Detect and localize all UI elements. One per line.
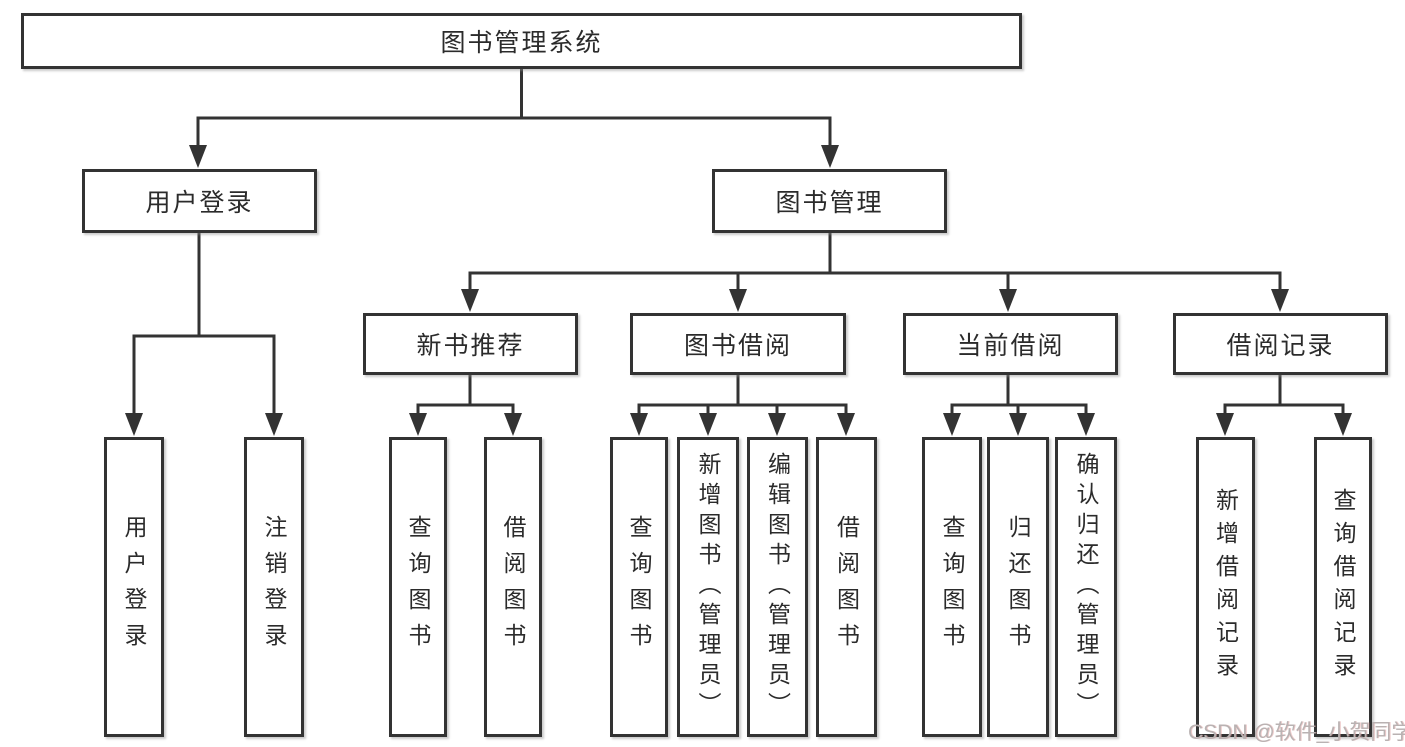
leaf-borrow-books: 借阅图书 (484, 437, 542, 737)
node-label: 当前借阅 (956, 332, 1065, 360)
node-label: 借阅记录 (1226, 332, 1335, 360)
leaf-query-books: 查询图书 (922, 437, 982, 737)
node-new-book-recommend: 新书推荐 (363, 313, 578, 375)
leaf-borrow-books: 借阅图书 (816, 437, 877, 737)
node-book-borrowing: 图书借阅 (630, 313, 846, 375)
leaf-label: 用户登录 (121, 515, 147, 659)
leaf-label: 借阅图书 (500, 515, 526, 659)
leaf-label: 归还图书 (1005, 515, 1031, 659)
leaf-edit-books-admin: 编辑图书（管理员） (747, 437, 808, 737)
leaf-label: 新增图书（管理员） (695, 452, 721, 722)
leaf-label: 查询借阅记录 (1330, 488, 1356, 686)
leaf-return-books: 归还图书 (987, 437, 1049, 737)
leaf-user-login: 用户登录 (104, 437, 164, 737)
leaf-label: 新增借阅记录 (1212, 488, 1239, 686)
leaf-add-books-admin: 新增图书（管理员） (677, 437, 739, 737)
node-label: 用户登录 (145, 189, 254, 217)
leaf-query-books: 查询图书 (389, 437, 447, 737)
leaf-label: 查询图书 (939, 515, 965, 659)
leaf-label: 查询图书 (626, 515, 652, 659)
leaf-query-borrow-record: 查询借阅记录 (1314, 437, 1372, 737)
leaf-logout: 注销登录 (244, 437, 304, 737)
node-book-management-branch: 图书管理 (712, 169, 947, 233)
node-borrowing-records: 借阅记录 (1173, 313, 1388, 375)
node-label: 新书推荐 (416, 332, 525, 360)
node-label: 图书借阅 (683, 332, 792, 360)
leaf-label: 查询图书 (405, 515, 431, 659)
node-current-borrowing: 当前借阅 (903, 313, 1118, 375)
leaf-label: 借阅图书 (833, 515, 860, 659)
csdn-watermark: CSDN @软件_小贺同学 (1188, 721, 1405, 744)
node-root-label: 图书管理系统 (440, 29, 603, 57)
node-user-login-branch: 用户登录 (82, 169, 317, 233)
leaf-label: 编辑图书（管理员） (764, 452, 791, 722)
leaf-label: 确认归还（管理员） (1073, 452, 1099, 722)
leaf-add-borrow-record: 新增借阅记录 (1196, 437, 1255, 737)
arrowheads (125, 145, 1352, 436)
leaf-label: 注销登录 (261, 515, 287, 659)
leaf-confirm-return-admin: 确认归还（管理员） (1055, 437, 1117, 737)
node-label: 图书管理 (775, 189, 884, 217)
leaf-query-books: 查询图书 (610, 437, 668, 737)
node-root-system: 图书管理系统 (21, 13, 1022, 69)
